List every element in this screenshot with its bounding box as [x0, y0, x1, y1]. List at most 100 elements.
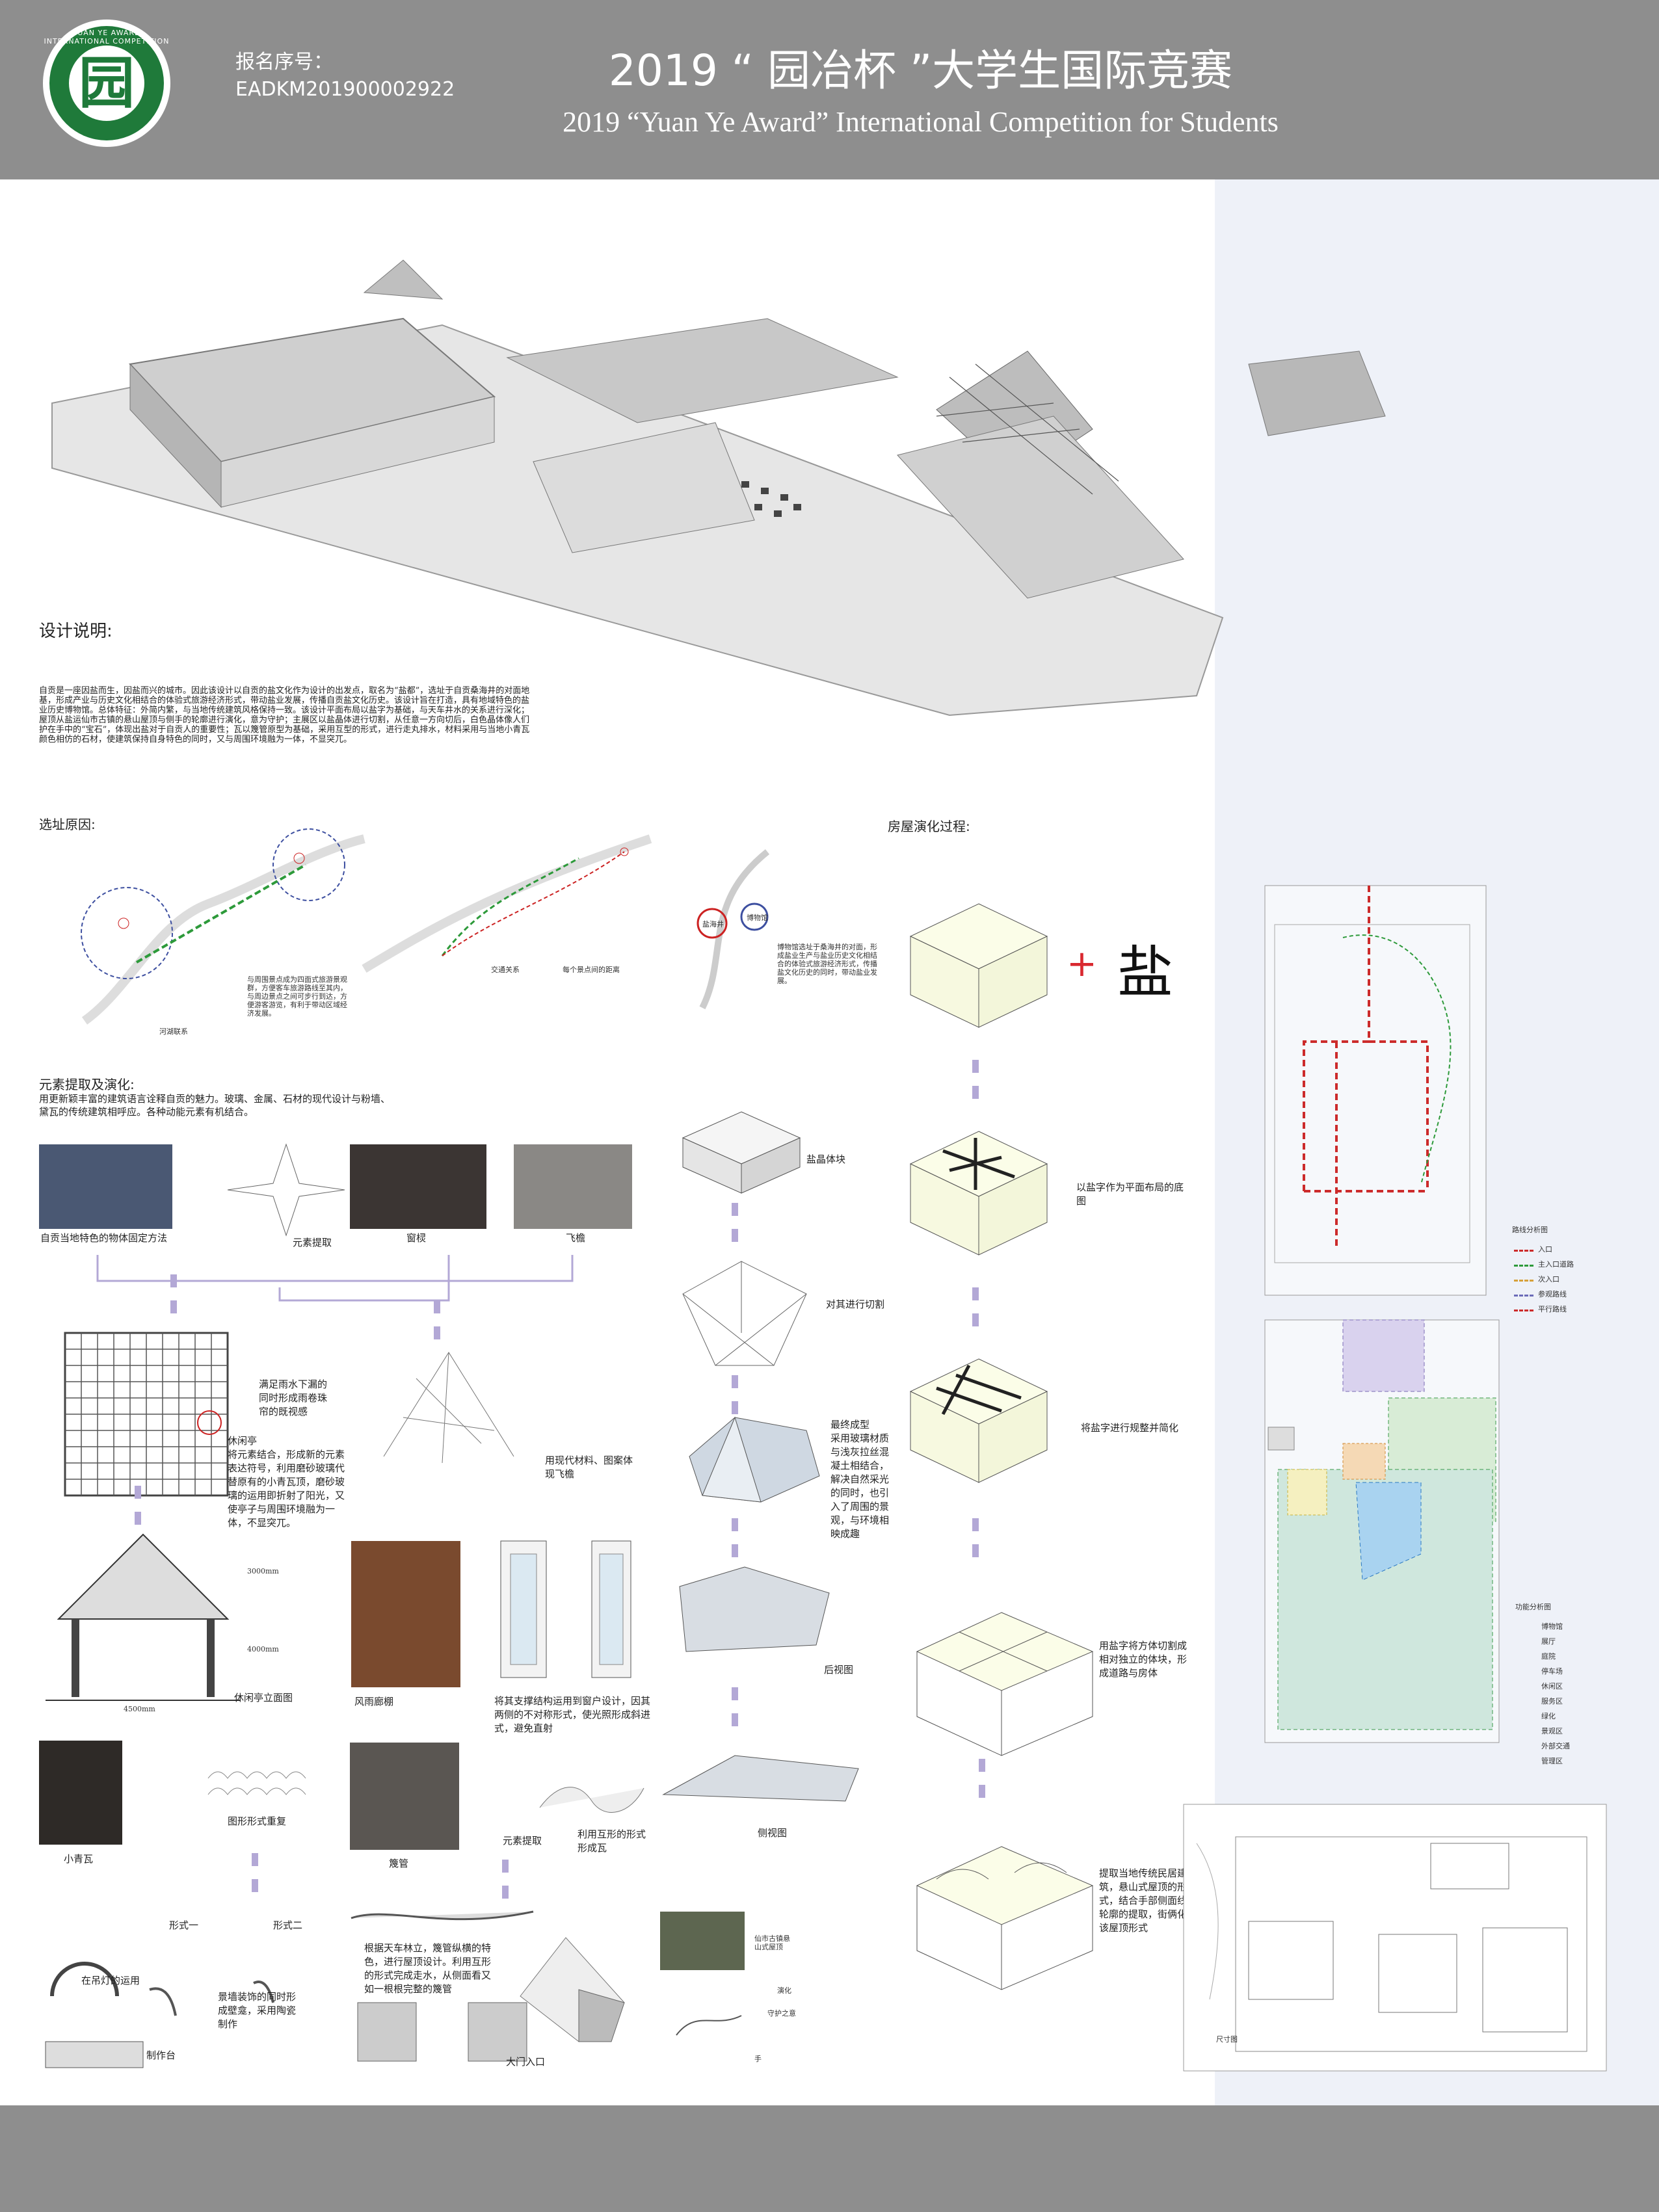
bamboo-pipe-label: 篾管 — [389, 1858, 409, 1869]
guard-label: 守护之意 — [767, 2009, 796, 2018]
down-arrow-13 — [502, 1860, 511, 1899]
crystal-final-form — [689, 1416, 820, 1503]
site-map-3 — [697, 849, 770, 1010]
plan2-legend-7: 景观区 — [1541, 1727, 1563, 1735]
eave-line-drawing — [383, 1352, 514, 1464]
crystal-label-5: 侧视图 — [758, 1827, 788, 1839]
plan2-legend-0: 博物馆 — [1541, 1622, 1563, 1631]
down-arrow-5 — [732, 1203, 741, 1242]
plan2-legend-8: 外部交通 — [1541, 1742, 1570, 1750]
site-map2-note: 每个景点间的距离 — [563, 966, 620, 974]
salt-fixing-label: 自贡当地特色的物体固定方法 — [40, 1232, 168, 1244]
plan2-legend-2: 庭院 — [1541, 1652, 1556, 1661]
plan1-legend-4: 平行路线 — [1538, 1305, 1567, 1313]
house-heading: 房屋演化过程: — [888, 819, 970, 834]
site-map-1 — [81, 828, 365, 1025]
gate-roof-sketch — [351, 1910, 534, 2062]
plan-dimension — [1183, 1804, 1607, 2072]
window-photo — [350, 1144, 486, 1229]
elements-heading: 元素提取及演化: — [39, 1077, 135, 1092]
design-notes-heading: 设计说明: — [39, 622, 113, 641]
house-step-2: 将盐字进行规整并简化 — [1081, 1422, 1179, 1434]
salt-fixing-photo — [39, 1144, 172, 1229]
elements-intro: 用更新颖丰富的建筑语言诠释自贡的魅力。玻璃、金属、石材的现代设计与粉墙、黛瓦的传… — [39, 1093, 391, 1118]
wall-label: 景墙装饰的同时形成壁龛，采用陶瓷制作 — [218, 1991, 297, 2030]
plan1-legend-line-3 — [1514, 1295, 1533, 1297]
extract-star-diagram — [227, 1143, 345, 1237]
title-english: 2019 “Yuan Ye Award” International Compe… — [563, 106, 1279, 138]
elevation-dim-1: 3000mm — [247, 1567, 279, 1575]
down-arrow-9 — [170, 1274, 179, 1313]
museum-aerial-render — [51, 259, 1386, 717]
plan2-legend-title: 功能分析图 — [1515, 1603, 1551, 1611]
crystal-side-view — [662, 1755, 859, 1802]
evolve-label: 演化 — [777, 1986, 791, 1995]
down-arrow-3 — [972, 1518, 981, 1557]
crystal-label-2: 对其进行切割 — [826, 1298, 885, 1310]
title-chinese: 2019 “ 园冶杯 ”大学生国际竞赛 — [608, 46, 1233, 96]
down-arrow-2 — [972, 1287, 981, 1326]
house-step-4: 提取当地传统民居建筑，悬山式屋顶的形式，结合手部侧面线型轮廓的提取，街俩化出该屋… — [1099, 1867, 1197, 1934]
house-step-3: 用盐字将方体切割成相对独立的体块，形成道路与房体 — [1099, 1640, 1188, 1679]
pavilion-note-2: 休闲亭 将元素结合，形成新的元素表达符号，利用磨砂玻璃代替原有的小青瓦顶，磨砂玻… — [228, 1435, 345, 1529]
crystal-cut-lines — [682, 1261, 807, 1366]
pattern-label: 图形形式重复 — [228, 1815, 287, 1827]
house-step-salt-plan — [909, 1131, 1048, 1256]
tile-pattern — [207, 1771, 306, 1795]
crystal-label-1: 盐晶体块 — [806, 1153, 846, 1165]
plan-function-analysis — [1264, 1319, 1500, 1743]
site-map2-label: 交通关系 — [491, 966, 520, 974]
wind-rain-note: 将其支撑结构运用到窗户设计，因其两侧的不对称形式，使光照形成斜进式，避免直射 — [494, 1695, 651, 1734]
plan2-legend-1: 展厅 — [1541, 1637, 1556, 1646]
gate-label: 大门入口 — [506, 2056, 546, 2068]
form-one-label: 形式一 — [169, 1919, 199, 1931]
plan1-legend-0: 入口 — [1538, 1245, 1552, 1254]
pavilion-roof-pattern — [64, 1332, 229, 1497]
elevation-dim-2: 4000mm — [247, 1645, 279, 1653]
old-town-label: 仙市古镇悬山式屋顶 — [754, 1934, 790, 1951]
roof-design-note: 根据天车林立，篾管纵横的特色，进行屋顶设计。利用互形的形式完成走水，从侧面看又如… — [364, 1942, 492, 1995]
elevation-label: 休闲亭立面图 — [234, 1692, 293, 1704]
down-arrow-11 — [434, 1300, 443, 1339]
pavilion-elevation — [46, 1533, 241, 1701]
site-map3-tag2: 博物馆 — [747, 914, 768, 922]
pipe-roof-label: 利用互形的形式形成瓦 — [577, 1828, 646, 1854]
header-bar — [0, 0, 1659, 179]
down-arrow-7 — [732, 1518, 741, 1557]
logo-inner — [69, 46, 144, 121]
form-two-label: 形式二 — [273, 1919, 303, 1931]
plan2-legend-9: 管理区 — [1541, 1757, 1563, 1765]
logo-ring-text: YUAN YE AWARD INTERNATIONAL COMPETITION — [44, 29, 170, 46]
down-arrow-4 — [979, 1759, 988, 1798]
old-town-photo — [660, 1912, 745, 1970]
pavilion-note-1: 满足雨水下漏的同时形成雨卷珠帘的既视感 — [259, 1378, 328, 1417]
reg-number: EADKM201900002922 — [235, 78, 455, 101]
element-connectors — [96, 1255, 574, 1302]
window-label: 窗棂 — [406, 1232, 427, 1244]
eave-photo — [514, 1144, 632, 1229]
down-arrow-12 — [252, 1853, 261, 1892]
house-step-roofs — [916, 1846, 1094, 1990]
design-notes-body: 自贡是一座因盐而生，因盐而兴的城市。因此该设计以自贡的盐文化作为设计的出发点，取… — [39, 686, 530, 744]
plan1-legend-3: 参观路线 — [1538, 1290, 1567, 1298]
down-arrow-8 — [732, 1687, 741, 1726]
plan1-legend-title: 路线分析图 — [1512, 1226, 1548, 1234]
site-map3-note: 博物馆选址于桑海井的对面，形成盐业生产与盐业历史文化相结合的体验式旅游经济形式，… — [777, 943, 877, 985]
pipe-extract-label: 元素提取 — [503, 1835, 542, 1847]
plan1-legend-line-0 — [1514, 1250, 1533, 1252]
wind-rain-corridor-photo — [351, 1541, 460, 1687]
plan1-legend-line-2 — [1514, 1280, 1533, 1282]
window-frame-diagrams — [500, 1540, 631, 1678]
green-tile-photo — [39, 1741, 122, 1845]
house-step-simplified — [909, 1358, 1048, 1483]
crystal-rear-view — [679, 1566, 830, 1652]
plan1-legend-line-4 — [1514, 1310, 1533, 1311]
plan3-label: 尺寸图 — [1216, 2035, 1238, 2044]
elevation-dim-3: 4500mm — [124, 1705, 155, 1713]
crystal-label-3: 最终成型 采用玻璃材质与浅灰拉丝混凝土相结合，解决自然采光的同时，也引入了周围的… — [830, 1419, 890, 1540]
lamp-label: 在吊灯的运用 — [81, 1975, 140, 1986]
plus-sign: + — [1067, 943, 1097, 985]
pipe-roof-shape — [539, 1787, 644, 1813]
site-map1-label: 河湖联系 — [159, 1027, 188, 1036]
site-map1-note: 与周围景点成为四面式旅游景观群，方便客车旅游路线至其内，与周边景点之间可步行到达… — [247, 975, 347, 1018]
